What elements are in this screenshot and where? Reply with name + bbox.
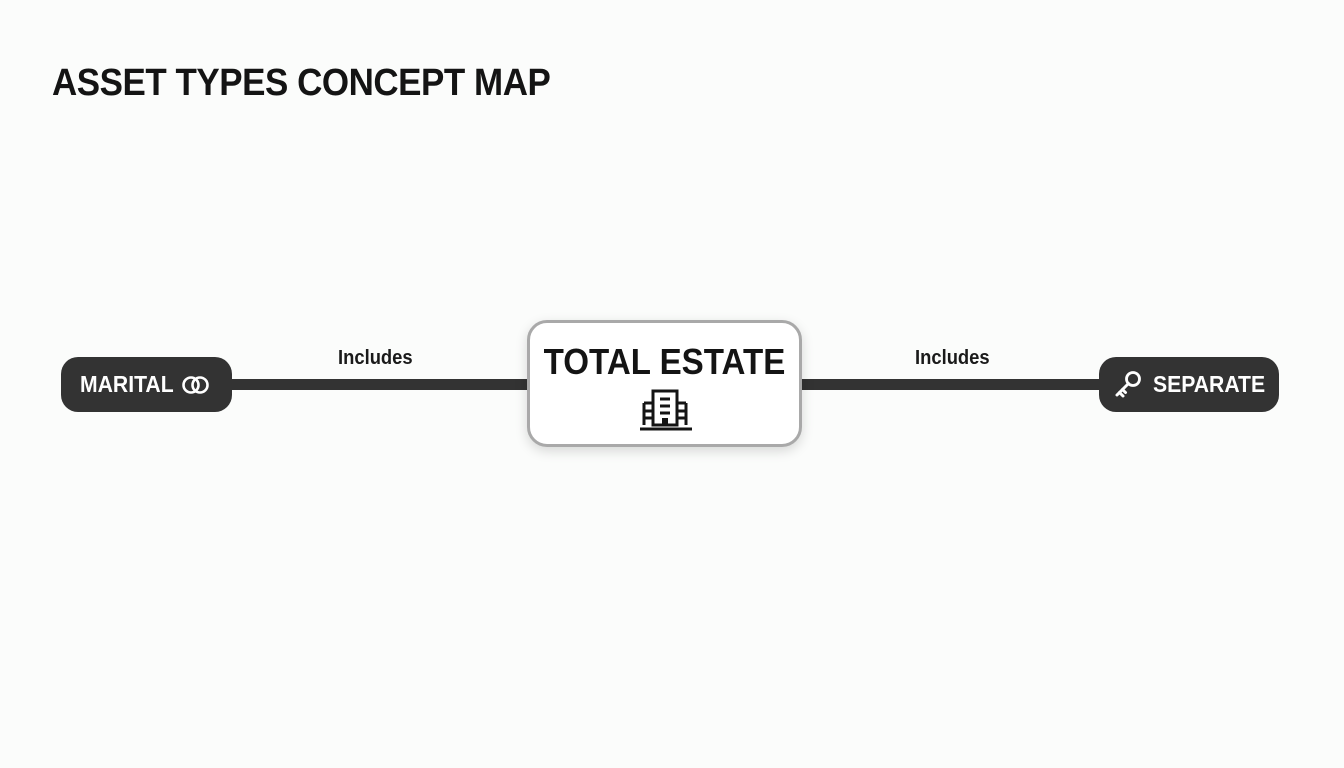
connector-separate (798, 379, 1104, 390)
building-icon (638, 389, 694, 440)
node-marital[interactable]: MARITAL (61, 357, 232, 412)
node-total-estate[interactable]: TOTAL ESTATE (527, 320, 802, 447)
diagram-title: ASSET TYPES CONCEPT MAP (52, 62, 551, 104)
node-separate[interactable]: SEPARATE (1099, 357, 1279, 412)
node-separate-label: SEPARATE (1153, 371, 1266, 397)
node-total-estate-label: TOTAL ESTATE (543, 341, 786, 382)
key-icon (1113, 370, 1143, 400)
edge-label-marital: Includes (338, 347, 413, 369)
connector-marital (225, 379, 531, 390)
node-marital-label: MARITAL (80, 371, 174, 397)
edge-label-separate: Includes (915, 347, 990, 369)
rings-icon (180, 373, 212, 397)
